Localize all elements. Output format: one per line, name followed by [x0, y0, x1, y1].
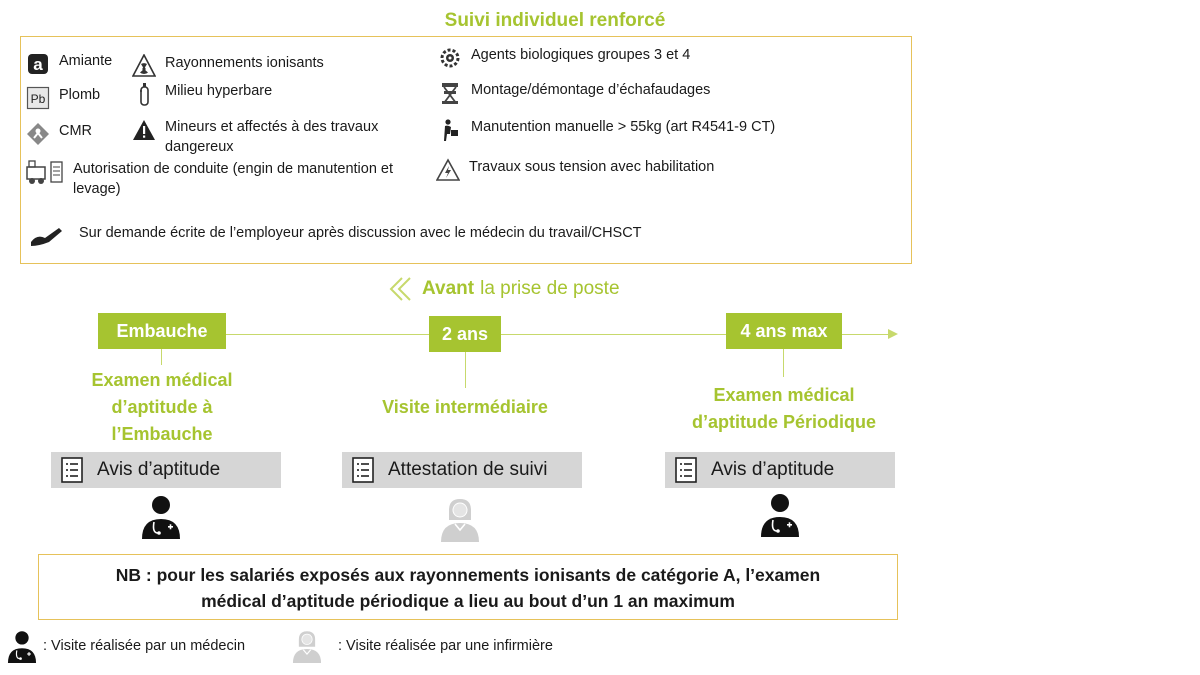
risk-item-manual-handling: Manutention manuelle > 55kg (art R4541-9…: [437, 117, 775, 143]
risk-label: Autorisation de conduite (engin de manut…: [73, 161, 394, 197]
risk-item-radiation: Rayonnements ionisants: [131, 53, 324, 79]
exam-label-hire: Examen médical d’aptitude à l’Embauche: [91, 370, 233, 444]
doctor-icon: [5, 628, 39, 664]
scaffolding-icon: [437, 80, 463, 106]
nb-line-1: NB : pour les salariés exposés aux rayon…: [115, 565, 821, 585]
nurse-icon: [290, 628, 324, 664]
risk-label: Plomb: [59, 87, 101, 103]
timeline-connector: [465, 352, 466, 388]
electrical-hazard-icon: [435, 157, 461, 183]
nurse-icon: [437, 496, 483, 542]
diagram-title: Suivi individuel renforcé: [444, 10, 666, 31]
document-label: Avis d’aptitude: [711, 459, 835, 480]
nb-note-box: NB : pour les salariés exposés aux rayon…: [38, 554, 898, 620]
nb-line-2: médical d’aptitude périodique a lieu au …: [201, 591, 735, 611]
timeline-intro-bold: Avant: [422, 278, 475, 299]
checklist-icon: [352, 457, 374, 483]
signature-icon: [29, 223, 65, 249]
gas-cylinder-icon: [131, 81, 157, 107]
risk-item-driving-permit: Autorisation de conduite (engin de manut…: [25, 159, 435, 199]
exam-label-intermediate: Visite intermédiaire: [382, 397, 548, 417]
doctor-icon: [138, 493, 184, 539]
svg-text:a: a: [33, 55, 43, 74]
risk-item-minors: Mineurs et affectés à des travaux danger…: [131, 117, 421, 157]
risk-item-electrical: Travaux sous tension avec habilitation: [435, 157, 714, 183]
timeline-connector: [783, 349, 784, 377]
risk-label: Sur demande écrite de l’employeur après …: [79, 225, 642, 241]
timeline-marker-4-years: 4 ans max: [726, 313, 842, 349]
radiation-icon: [131, 53, 157, 79]
lead-icon: Pb: [25, 85, 51, 111]
warning-icon: [131, 117, 157, 143]
document-box-hire: Avis d’aptitude: [51, 452, 281, 488]
document-label: Attestation de suivi: [388, 459, 548, 480]
risk-label: Rayonnements ionisants: [165, 55, 324, 71]
risk-label: Amiante: [59, 53, 113, 69]
manual-handling-icon: [437, 117, 463, 143]
timeline-arrowhead: [888, 329, 898, 339]
timeline-intro: Avant la prise de poste: [388, 276, 620, 302]
risk-list-box: a Amiante Rayonnements ionisants Agents …: [20, 36, 912, 264]
risk-label: Mineurs et affectés à des travaux danger…: [165, 119, 379, 155]
timeline-marker-2-years: 2 ans: [429, 316, 501, 352]
risk-label: Montage/démontage d’échafaudages: [471, 82, 711, 98]
legend-doctor-label: : Visite réalisée par un médecin: [43, 638, 246, 654]
cmr-icon: [25, 121, 51, 147]
risk-label: Milieu hyperbare: [165, 83, 273, 99]
risk-item-hyperbaric: Milieu hyperbare: [131, 81, 272, 107]
risk-item-cmr: CMR: [25, 121, 92, 147]
risk-item-asbestos: a Amiante: [25, 51, 112, 77]
legend-nurse: : Visite réalisée par une infirmière: [290, 628, 553, 664]
svg-text:Pb: Pb: [31, 92, 46, 106]
risk-label: CMR: [59, 123, 93, 139]
risk-label: Agents biologiques groupes 3 et 4: [471, 47, 691, 63]
checklist-icon: [61, 457, 83, 483]
checklist-icon: [675, 457, 697, 483]
chevron-left-icon: [388, 276, 414, 302]
exam-label-periodic: Examen médical d’aptitude Périodique: [691, 385, 876, 432]
forklift-icon: [25, 159, 65, 185]
timeline-connector: [161, 349, 162, 365]
asbestos-icon: a: [25, 51, 51, 77]
document-box-periodic: Avis d’aptitude: [665, 452, 895, 488]
biohazard-icon: [437, 45, 463, 71]
legend-nurse-label: : Visite réalisée par une infirmière: [338, 638, 553, 654]
risk-label: Travaux sous tension avec habilitation: [469, 159, 715, 175]
risk-label: Manutention manuelle > 55kg (art R4541-9…: [471, 119, 776, 135]
risk-item-scaffolding: Montage/démontage d’échafaudages: [437, 80, 710, 106]
timeline-marker-hire: Embauche: [98, 313, 226, 349]
risk-item-lead: Pb Plomb: [25, 85, 100, 111]
risk-item-biohazard: Agents biologiques groupes 3 et 4: [437, 45, 690, 71]
legend-doctor: : Visite réalisée par un médecin: [5, 628, 245, 664]
risk-item-employer-request: Sur demande écrite de l’employeur après …: [29, 223, 642, 249]
doctor-icon: [757, 491, 803, 537]
document-box-intermediate: Attestation de suivi: [342, 452, 582, 488]
document-label: Avis d’aptitude: [97, 459, 221, 480]
timeline-intro-text: la prise de poste: [480, 278, 620, 299]
